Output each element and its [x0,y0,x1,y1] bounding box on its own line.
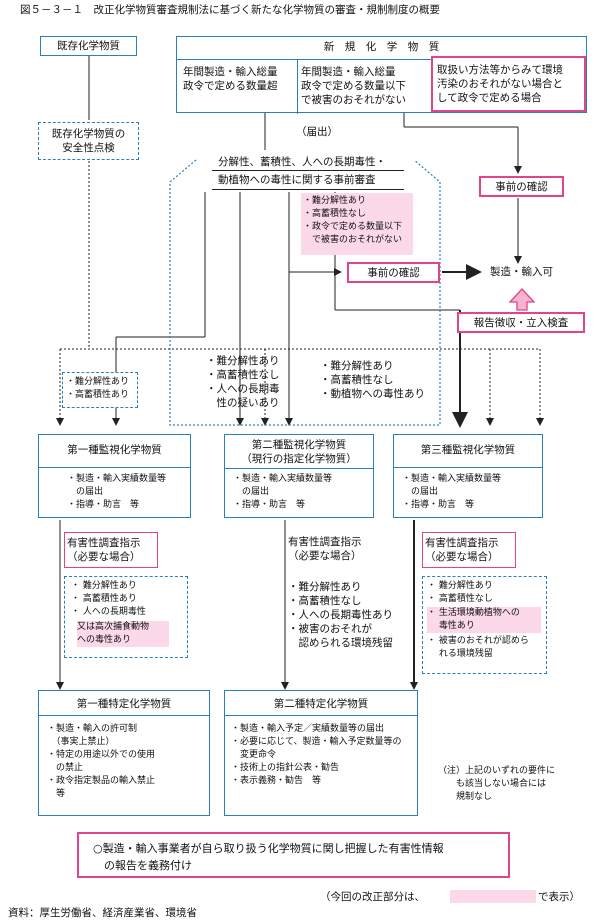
obligation-text: ○製造・輸入事業者が自ら取り扱う化学物質に関し把握した有害性情報 の報告を義務付… [93,842,444,872]
investigation3-box: 有害性調査指示 （必要な場合） [422,532,516,568]
investigation2-text: 有害性調査指示 （必要な場合） [288,536,362,562]
crit1-text-a: ・ 難分解性あり ・ 高蓄積性あり ・ 人への長期毒性 [71,581,146,617]
monitor3-box: 第三種監視化学物質 ・製造・輸入実績数量等 の届出 ・指導・助言 等 [393,434,543,518]
crit3-text-b: ・ 生活環境動植物への 毒性あり [427,607,541,633]
existing-chemical-box: 既存化学物質 [40,36,137,56]
prior-review-line2: 動植物への毒性に関する事前審査 [218,174,376,186]
review-region-outline [169,159,441,426]
prior-confirm-right-text: 事前の確認 [495,181,548,193]
prior-confirm-right-box: 事前の確認 [479,176,564,197]
monitor2-title: 第二種監視化学物質 （現行の指定化学物質） [241,439,357,465]
monitor2-box: 第二種監視化学物質 （現行の指定化学物質） ・製造・輸入実績数量等 の届出 ・指… [224,434,374,518]
investigation1-box: 有害性調査指示 （必要な場合） [64,532,158,568]
notification-label: （届出） [296,126,338,138]
figure-title: 図５－３－１ 改正化学物質審査規制法に基づく新たな化学物質の審査・規制制度の概要 [20,4,440,16]
legend-swatch [450,890,536,903]
specific1-title: 第一種特定化学物質 [76,698,172,710]
up-arrow-icon [508,288,536,311]
crit2-text: ・難分解性あり ・高蓄積性なし ・人への長期毒性あり ・被害のおそれが 認められ… [288,581,393,649]
new-col3-box: 取扱い方法等からみて環境 汚染のおそれがない場合と して政令で定める場合 [431,56,586,112]
specific1-box: 第一種特定化学物質 ・製造・輸入の許可制 （事実上禁止） ・特定の用途以外での使… [38,690,210,816]
obligation-box: ○製造・輸入事業者が自ら取り扱う化学物質に関し把握した有害性情報 の報告を義務付… [77,832,510,878]
monitor3-body: ・製造・輸入実績数量等 の届出 ・指導・助言 等 [402,474,502,510]
crit3-text-c: ・ 被害のおそれが認めら れる環境残留 [427,636,529,659]
monitor1-box: 第一種監視化学物質 ・製造・輸入実績数量等 の届出 ・指導・助言 等 [38,434,191,518]
crit3-box: ・ 難分解性あり ・ 高蓄積性なし ・ 生活環境動植物への 毒性あり ・ 被害の… [422,576,547,674]
cond-type3-text: ・難分解性あり ・高蓄積性なし ・動植物への毒性あり [320,360,425,400]
crit3-text-a: ・ 難分解性あり ・ 高蓄積性なし [427,581,493,604]
report-text: 報告徴収・立入検査 [473,317,569,329]
existing-check-box: 既存化学物質の 安全性点検 [38,122,139,160]
crit1-box: ・ 難分解性あり ・ 高蓄積性あり ・ 人への長期毒性 又は高次捕食動物 への毒… [64,576,188,658]
new-chemical-title: 新 規 化 学 物 質 [323,41,440,53]
specific2-box: 第二種特定化学物質 ・製造・輸入予定／実績数量等の届出 ・必要に応じて、製造・輸… [224,690,418,816]
existing-check-text: 既存化学物質の 安全性点検 [51,128,126,154]
cond-type1-text: ・難分解性あり ・高蓄積性あり [66,377,130,400]
allowed-label: 製造・輸入可 [490,266,553,278]
existing-chemical-title: 既存化学物質 [57,40,120,52]
monitor2-body: ・製造・輸入実績数量等 の届出 ・指導・助言 等 [233,474,333,510]
new-col3-text: 取扱い方法等からみて環境 汚染のおそれがない場合と して政令で定める場合 [437,64,563,104]
cond-type2-text: ・難分解性あり ・高蓄積性なし ・人への長期毒 性の疑いあり [206,355,280,409]
condition-text: ・難分解性あり ・高蓄積性なし ・政令で定める数量以下 で被害のおそれがない [303,196,403,245]
monitor3-title: 第三種監視化学物質 [420,444,516,456]
monitor1-body: ・製造・輸入実績数量等 の届出 ・指導・助言 等 [67,474,167,510]
prior-confirm-mid-box: 事前の確認 [347,262,440,283]
legend-text-after: で表示） [538,891,580,903]
source-text: 資料：厚生労働省、経済産業省、環境省 [8,907,197,919]
monitor1-title: 第一種監視化学物質 [67,444,162,456]
condition-highlight: ・難分解性あり ・高蓄積性なし ・政令で定める数量以下 で被害のおそれがない [301,193,413,255]
investigation1-text: 有害性調査指示 （必要な場合） [67,537,141,563]
note-text: （注）上記のいずれの要件に も該当しない場合には 規制なし [438,766,556,802]
new-col2-text: 年間製造・輸入総量 政令で定める数量以下 で被害のおそれがない [301,66,406,106]
specific1-body: ・製造・輸入の許可制 （事実上禁止） ・特定の用途以外での使用 の禁止 ・政令指… [47,724,156,799]
prior-confirm-mid-text: 事前の確認 [367,267,420,279]
specific2-body: ・製造・輸入予定／実績数量等の届出 ・必要に応じて、製造・輸入予定数量等の 変更… [231,724,402,786]
legend-text-before: （今回の改正部分は、 [320,891,425,903]
prior-review-line1: 分解性、蓄積性、人への長期毒性・ [218,156,386,168]
cond-type3-panel: ・難分解性あり ・高蓄積性なし ・動植物への毒性あり [317,358,433,408]
specific2-title: 第二種特定化学物質 [273,698,369,710]
report-box: 報告徴収・立入検査 [457,312,585,333]
crit1-text-b: 又は高次捕食動物 への毒性あり [77,621,169,647]
investigation3-text: 有害性調査指示 （必要な場合） [425,537,499,563]
new-col1-text: 年間製造・輸入総量 政令で定める数量超 [183,66,278,92]
cond-type1-box: ・難分解性あり ・高蓄積性あり [62,372,138,408]
